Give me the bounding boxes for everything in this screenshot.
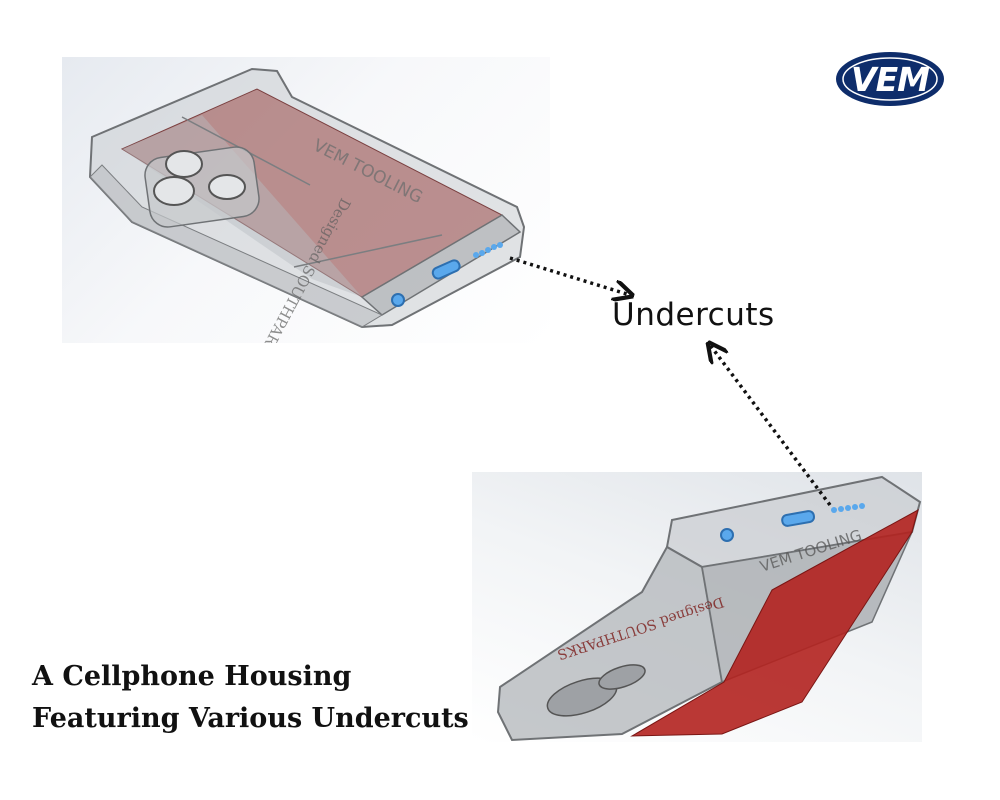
camera-lens-2 bbox=[153, 176, 195, 206]
charging-port bbox=[431, 259, 461, 280]
housing-bottom-view: VEM TOOLING Designed SOUTHPARKS bbox=[472, 472, 922, 742]
undercuts-label: Undercuts bbox=[612, 297, 775, 333]
speaker-grille bbox=[473, 242, 503, 258]
camera-lens-1 bbox=[165, 150, 203, 178]
caption-line-1: A Cellphone Housing bbox=[32, 661, 352, 692]
caption-line-2: Featuring Various Undercuts bbox=[32, 703, 469, 734]
bottom-speaker-grille bbox=[831, 503, 865, 513]
housing-top-render: VEM TOOLING Designed SOUTHPARKS bbox=[88, 67, 526, 343]
figure-caption: A Cellphone Housing Featuring Various Un… bbox=[32, 656, 469, 740]
button-hole bbox=[391, 293, 405, 307]
housing-top-view: VEM TOOLING Designed SOUTHPARKS bbox=[62, 57, 550, 343]
vem-logo-text: VEM bbox=[851, 60, 930, 99]
vem-logo: VEM bbox=[836, 52, 944, 106]
housing-bottom-render: VEM TOOLING Designed SOUTHPARKS bbox=[496, 475, 922, 742]
bottom-button-hole bbox=[720, 528, 734, 542]
bottom-charging-port bbox=[781, 510, 816, 527]
red-underside bbox=[630, 508, 919, 737]
camera-lens-3 bbox=[208, 174, 246, 200]
